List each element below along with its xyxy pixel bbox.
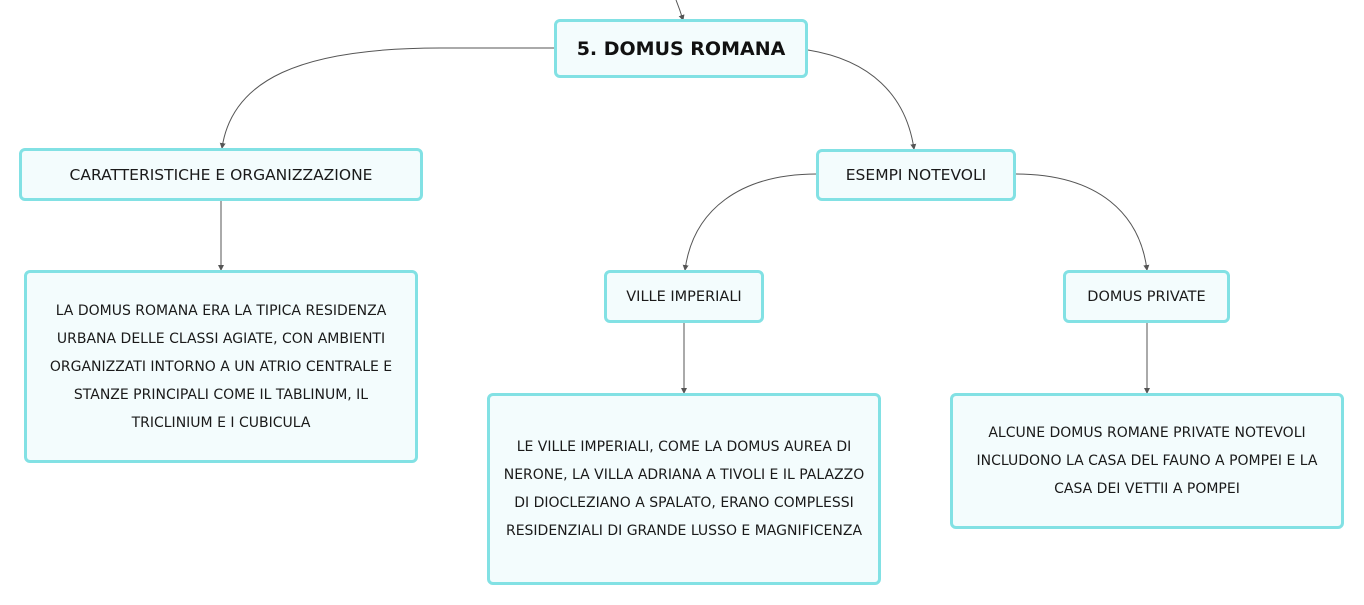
detail-caratteristiche[interactable]: LA DOMUS ROMANA ERA LA TIPICA RESIDENZA … <box>24 270 418 463</box>
detail-domus-private[interactable]: ALCUNE DOMUS ROMANE PRIVATE NOTEVOLI INC… <box>950 393 1344 529</box>
sub-ville-imperiali[interactable]: VILLE IMPERIALI <box>604 270 764 323</box>
branch-caratteristiche[interactable]: CARATTERISTICHE E ORGANIZZAZIONE <box>19 148 423 201</box>
branch-esempi-notevoli[interactable]: ESEMPI NOTEVOLI <box>816 149 1016 201</box>
edge-root-to-caratteristiche <box>219 47 556 149</box>
edge-parent-to-root <box>675 0 685 21</box>
detail-ville-imperiali[interactable]: LE VILLE IMPERIALI, COME LA DOMUS AUREA … <box>487 393 881 585</box>
edge-esempi-to-ville <box>682 173 818 271</box>
edge-esempi-to-domus <box>1014 173 1150 271</box>
edge-root-to-esempi <box>807 49 917 150</box>
sub-domus-private[interactable]: DOMUS PRIVATE <box>1063 270 1230 323</box>
root-node[interactable]: 5. DOMUS ROMANA <box>554 19 808 78</box>
